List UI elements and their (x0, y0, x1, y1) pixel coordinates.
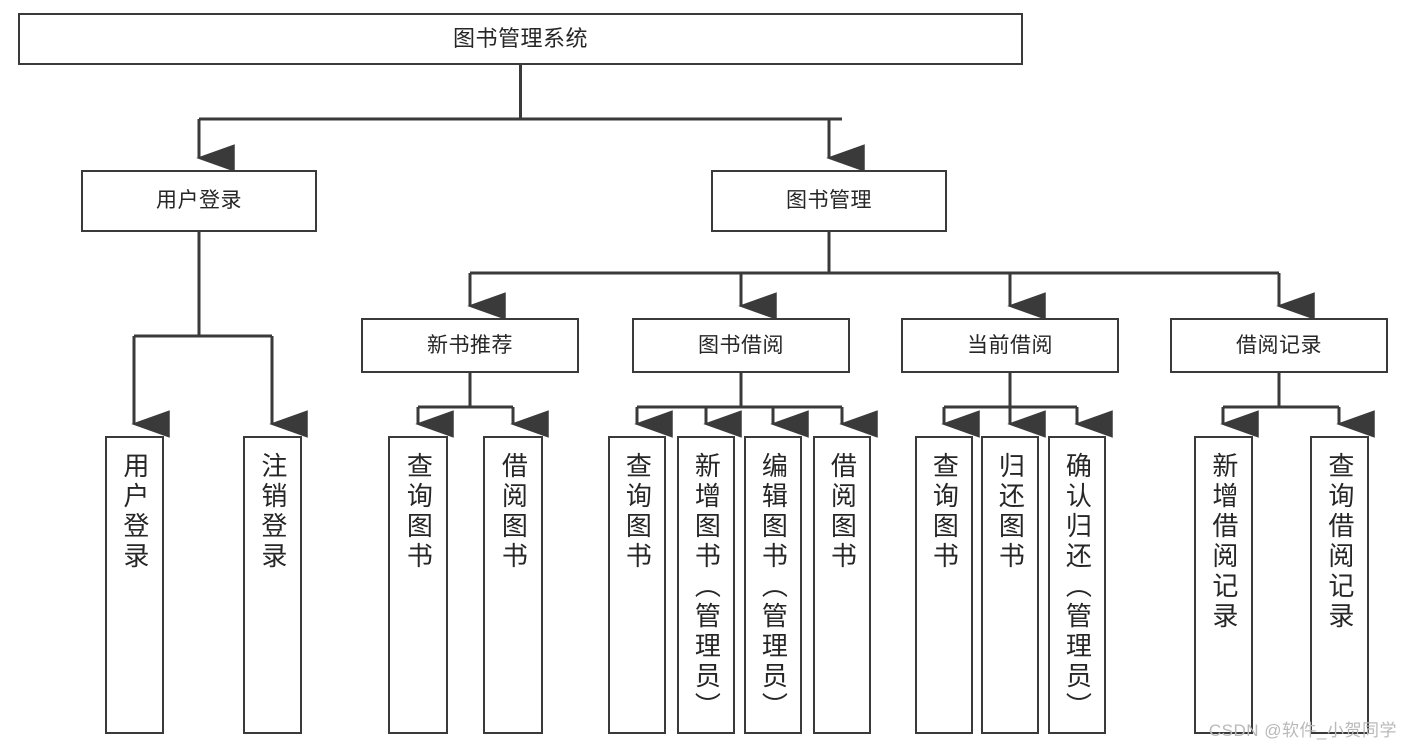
node-root-system[interactable]: 图书管理系统 (18, 13, 1023, 65)
node-label: 注销登录 (257, 452, 288, 572)
node-user-login[interactable]: 用户登录 (81, 170, 317, 232)
leaf-add-borrow-record[interactable]: 新增借阅记录 (1194, 436, 1253, 734)
node-label: 用户登录 (119, 452, 150, 572)
node-book-manage[interactable]: 图书管理 (711, 170, 947, 232)
node-label: 借阅图书 (498, 452, 529, 572)
node-label: 新增借阅记录 (1208, 452, 1239, 632)
node-label: 借阅记录 (1236, 333, 1322, 357)
node-label: 新增图书（管理员） (691, 452, 722, 722)
leaf-logout[interactable]: 注销登录 (243, 436, 302, 734)
node-label: 借阅图书 (827, 452, 858, 572)
leaf-user-login[interactable]: 用户登录 (105, 436, 164, 734)
leaf-borrow-book[interactable]: 借阅图书 (813, 436, 871, 734)
node-label: 图书借阅 (698, 333, 784, 357)
leaf-borrow-book-recommend[interactable]: 借阅图书 (483, 436, 543, 734)
leaf-add-book-admin[interactable]: 新增图书（管理员） (677, 436, 735, 734)
leaf-confirm-return-admin[interactable]: 确认归还（管理员） (1048, 436, 1106, 734)
node-current-borrow[interactable]: 当前借阅 (901, 318, 1119, 373)
leaf-query-book-borrow[interactable]: 查询图书 (608, 436, 666, 734)
node-label: 当前借阅 (967, 333, 1053, 357)
node-label: 图书管理系统 (452, 25, 588, 51)
node-label: 查询图书 (622, 452, 653, 572)
node-book-borrow[interactable]: 图书借阅 (632, 318, 850, 373)
node-label: 查询图书 (403, 452, 434, 572)
node-label: 查询图书 (929, 452, 960, 572)
leaf-query-book-recommend[interactable]: 查询图书 (388, 436, 448, 734)
watermark-csdn: CSDN @软件_小贺同学 (1208, 721, 1397, 740)
node-label: 归还图书 (995, 452, 1026, 572)
node-borrow-record[interactable]: 借阅记录 (1170, 318, 1388, 373)
leaf-return-book[interactable]: 归还图书 (981, 436, 1039, 734)
leaf-edit-book-admin[interactable]: 编辑图书（管理员） (744, 436, 802, 734)
node-label: 新书推荐 (427, 333, 513, 357)
node-label: 编辑图书（管理员） (758, 452, 789, 722)
node-new-book-recommend[interactable]: 新书推荐 (361, 318, 579, 373)
leaf-query-borrow-record[interactable]: 查询借阅记录 (1310, 436, 1369, 734)
node-label: 查询借阅记录 (1324, 452, 1355, 632)
node-label: 确认归还（管理员） (1062, 452, 1093, 722)
leaf-query-book-current[interactable]: 查询图书 (915, 436, 973, 734)
node-label: 用户登录 (156, 189, 242, 213)
node-label: 图书管理 (786, 189, 872, 213)
